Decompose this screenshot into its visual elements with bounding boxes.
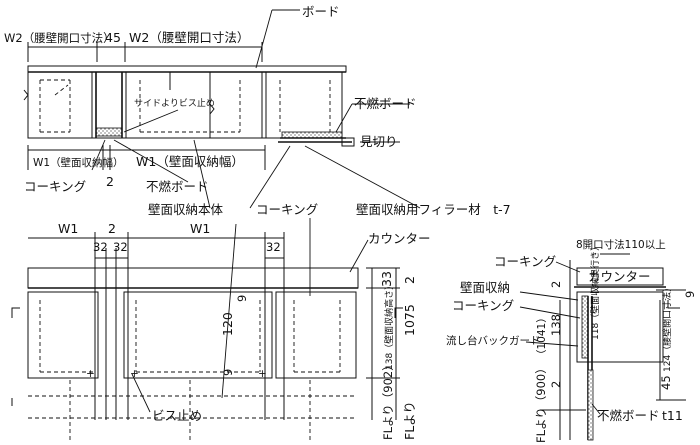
label-dim-9-b: 9 — [221, 369, 235, 376]
label-dim-2-elev: 2 — [108, 221, 116, 236]
label-sink-backguard: 流し台バックガード — [446, 334, 541, 347]
label-w1-elev-right: W1 — [190, 221, 210, 236]
label-wall-storage-body: 壁面収納本体 — [148, 202, 224, 217]
label-dim-120: 120 — [220, 312, 235, 336]
label-mikiri: 見切り — [360, 134, 398, 149]
label-board: ボード — [302, 4, 340, 19]
label-dim-138-sec: 138 — [549, 314, 563, 336]
label-dim-45-sec: 45 — [659, 375, 673, 390]
label-filler: 壁面収納用フィラー材 t-7 — [356, 202, 511, 217]
label-dim-9-sec: 9 — [683, 291, 697, 298]
label-fl-900: FLより（900） — [534, 362, 548, 443]
label-w2-right: W2（腰壁開口寸法） — [129, 30, 249, 45]
svg-text:+: + — [86, 368, 95, 380]
section-view — [519, 253, 686, 441]
label-dim-32c: 32 — [266, 240, 281, 254]
label-opening-height: 124（腰壁開口寸法） — [661, 283, 673, 372]
label-caulking-sec: コーキング — [494, 254, 556, 269]
label-dim-2-right: 2 — [402, 276, 417, 284]
label-dim-33: 33 — [379, 271, 394, 287]
label-dim-138-height: 138（壁面収納高さ） — [383, 281, 395, 370]
label-fl-2: FLより — [402, 401, 417, 440]
label-wall-storage-sec: 壁面収納 — [460, 280, 510, 295]
label-caulking-mid: コーキング — [256, 202, 318, 217]
label-funen-board-plan2: 不燃ボード — [146, 179, 209, 194]
label-dim-1075: 1075 — [402, 304, 417, 336]
label-dim-2-sec-top: 2 — [549, 281, 563, 288]
label-fl-902: FLより（902） — [381, 359, 395, 440]
label-screw-fix: ビス止め — [152, 408, 202, 423]
label-t11: t11 — [662, 408, 683, 423]
label-w1-elev-left: W1 — [58, 221, 78, 236]
svg-text:+: + — [258, 368, 267, 380]
label-dim-9-a: 9 — [235, 295, 249, 302]
label-funen-board-plan: 不燃ボード — [354, 96, 417, 111]
label-side-screw: サイドよりビス止め — [134, 97, 215, 109]
label-opening-8: 8開口寸法110以上 — [576, 238, 666, 251]
label-funen-board-sec: 不燃ボード — [597, 408, 660, 423]
label-dim-32a: 32 — [93, 240, 108, 254]
label-caulking-sec2: コーキング — [452, 298, 514, 313]
label-dim-32b: 32 — [113, 240, 128, 254]
front-elevation: + + + — [11, 218, 403, 440]
label-counter-elev: カウンター — [368, 231, 431, 246]
label-dim-1041: （1041） — [536, 312, 548, 360]
plan-view — [23, 9, 421, 209]
label-depth-118: 118（壁面収納奥行き） — [589, 242, 601, 340]
label-dim-2-sec-bot: 2 — [549, 381, 563, 388]
label-w2-left: W2（腰壁開口寸法） — [4, 31, 115, 45]
label-w1-small: W1（壁面収納幅） — [33, 156, 124, 169]
label-counter-sec: カウンター — [588, 269, 651, 284]
svg-text:+: + — [130, 368, 139, 380]
label-caulking-plan: コーキング — [24, 179, 86, 194]
label-dim-2-plan: 2 — [106, 174, 114, 189]
label-dim-45-top: 45 — [105, 30, 121, 45]
label-w1-large: W1（壁面収納幅） — [136, 154, 244, 169]
